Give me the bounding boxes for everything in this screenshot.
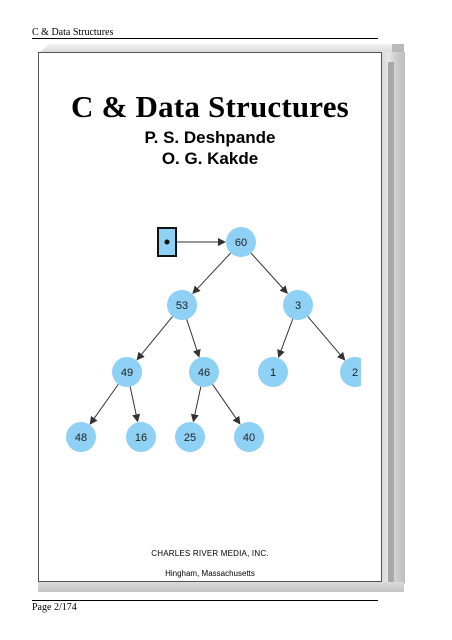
- header-rule: [32, 38, 378, 39]
- tree-node-60: 60: [226, 227, 256, 257]
- tree-node-49: 49: [112, 357, 142, 387]
- tree-node-46: 46: [189, 357, 219, 387]
- tree-node-circle: [66, 422, 96, 452]
- cover-author-2: O. G. Kakde: [161, 149, 259, 168]
- tree-edge-n60-n53: [192, 252, 232, 295]
- tree-node-circle: [258, 357, 288, 387]
- publisher-location: Hingham, Massachusetts: [165, 569, 255, 578]
- page-number: Page 2/174: [32, 602, 77, 613]
- tree-node-label: 53: [176, 300, 188, 312]
- tree-node-circle: [234, 422, 264, 452]
- tree-node-circle: [175, 422, 205, 452]
- publisher: CHARLES RIVER MEDIA, INC.: [151, 549, 269, 558]
- tree-node-circle: [167, 290, 197, 320]
- tree-node-label: 49: [121, 367, 133, 379]
- tree-node-circle: [112, 357, 142, 387]
- root-pointer-dot: [164, 239, 170, 245]
- tree-node-25: 25: [175, 422, 205, 452]
- running-header: C & Data Structures: [32, 27, 114, 38]
- tree-node-label: 46: [198, 367, 210, 379]
- cover-title: C & Data Structures: [71, 89, 349, 124]
- tree-edge-n49-n16: [129, 386, 141, 423]
- tree-edge-n49-n48: [89, 383, 119, 425]
- footer-rule: [32, 600, 378, 601]
- tree-node-1: 1: [258, 357, 288, 387]
- tree-node-label: 40: [243, 432, 255, 444]
- tree-node-label: 48: [75, 432, 87, 444]
- tree-edge-n60-n3: [250, 252, 288, 294]
- tree-node-16: 16: [126, 422, 156, 452]
- tree-edge-n53-n46: [186, 319, 201, 358]
- tree-node-label: 2: [352, 367, 358, 379]
- cover-author-1: P. S. Deshpande: [144, 128, 276, 147]
- tree-node-label: 3: [295, 300, 301, 312]
- tree-node-40: 40: [234, 422, 264, 452]
- book-top-edge: [38, 44, 404, 54]
- tree-diagram: 60 53 3 49 46 1 2 48 16 25 40: [61, 215, 361, 455]
- tree-node-label: 16: [135, 432, 147, 444]
- tree-edge-n3-n1: [277, 318, 294, 358]
- tree-node-circle: [226, 227, 256, 257]
- tree-node-circle: [126, 422, 156, 452]
- tree-node-3: 3: [283, 290, 313, 320]
- book-spine-strip: [388, 62, 394, 582]
- tree-node-circle: [340, 357, 361, 387]
- tree-edge-n3-n2: [307, 316, 346, 361]
- tree-node-label: 60: [235, 237, 247, 249]
- tree-node-circle: [189, 357, 219, 387]
- tree-node-53: 53: [167, 290, 197, 320]
- tree-node-label: 25: [184, 432, 196, 444]
- tree-node-2: 2: [340, 357, 361, 387]
- tree-edge-n53-n49: [136, 316, 173, 361]
- tree-node-label: 1: [270, 367, 276, 379]
- tree-node-circle: [283, 290, 313, 320]
- book-bottom-edge: [38, 582, 404, 592]
- tree-node-48: 48: [66, 422, 96, 452]
- book-cover: C & Data Structures P. S. Deshpande O. G…: [38, 52, 382, 582]
- tree-edge-n46-n40: [212, 384, 241, 425]
- tree-diagram-svg: 60 53 3 49 46 1 2 48 16 25 40: [66, 227, 361, 452]
- tree-edge-n46-n25: [190, 386, 202, 423]
